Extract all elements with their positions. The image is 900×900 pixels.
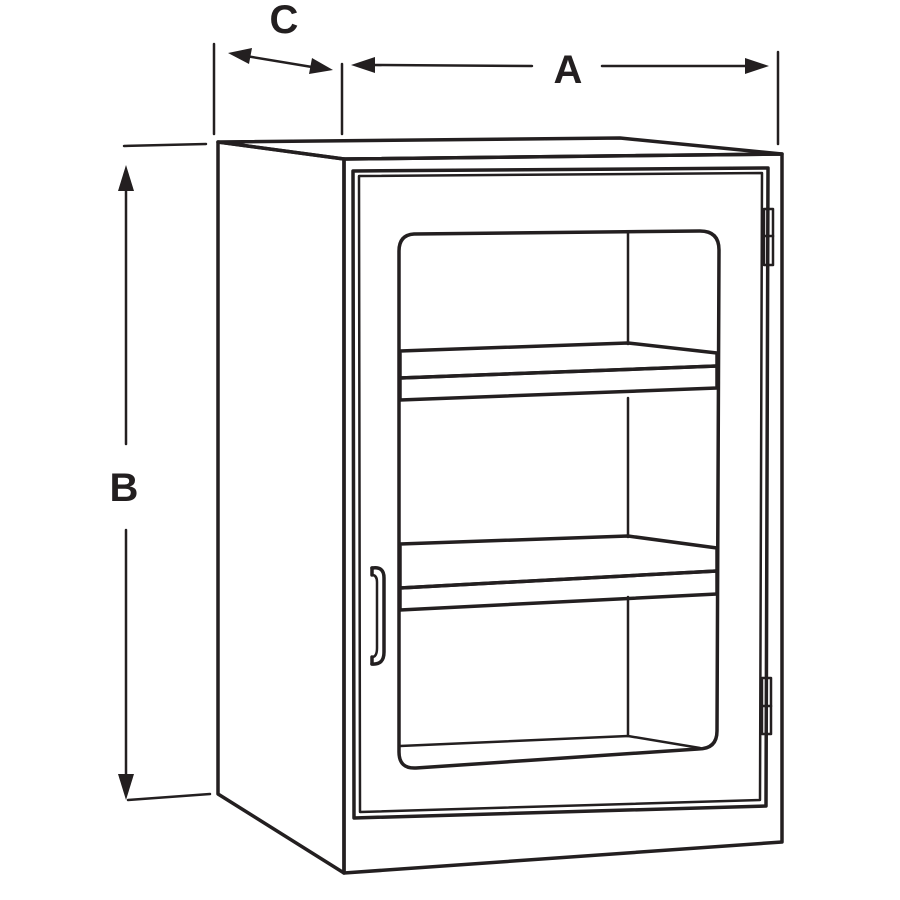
dimension-c-label: C [269,0,299,42]
cabinet-door [351,166,770,820]
glass-window [397,229,721,770]
dimension-a-label: A [553,48,583,92]
extension-lines [122,42,780,802]
dimension-b-label: B [109,466,139,510]
shelf-lower [398,534,719,612]
hinge-top [762,207,775,267]
door-handle [370,565,386,666]
dimension-b-arrow [118,165,134,800]
cabinet-body [216,136,784,875]
shelf-upper [398,341,719,402]
dimension-c-arrow [228,48,333,74]
hinge-bottom [760,676,773,736]
dimension-a-arrow [351,57,769,74]
